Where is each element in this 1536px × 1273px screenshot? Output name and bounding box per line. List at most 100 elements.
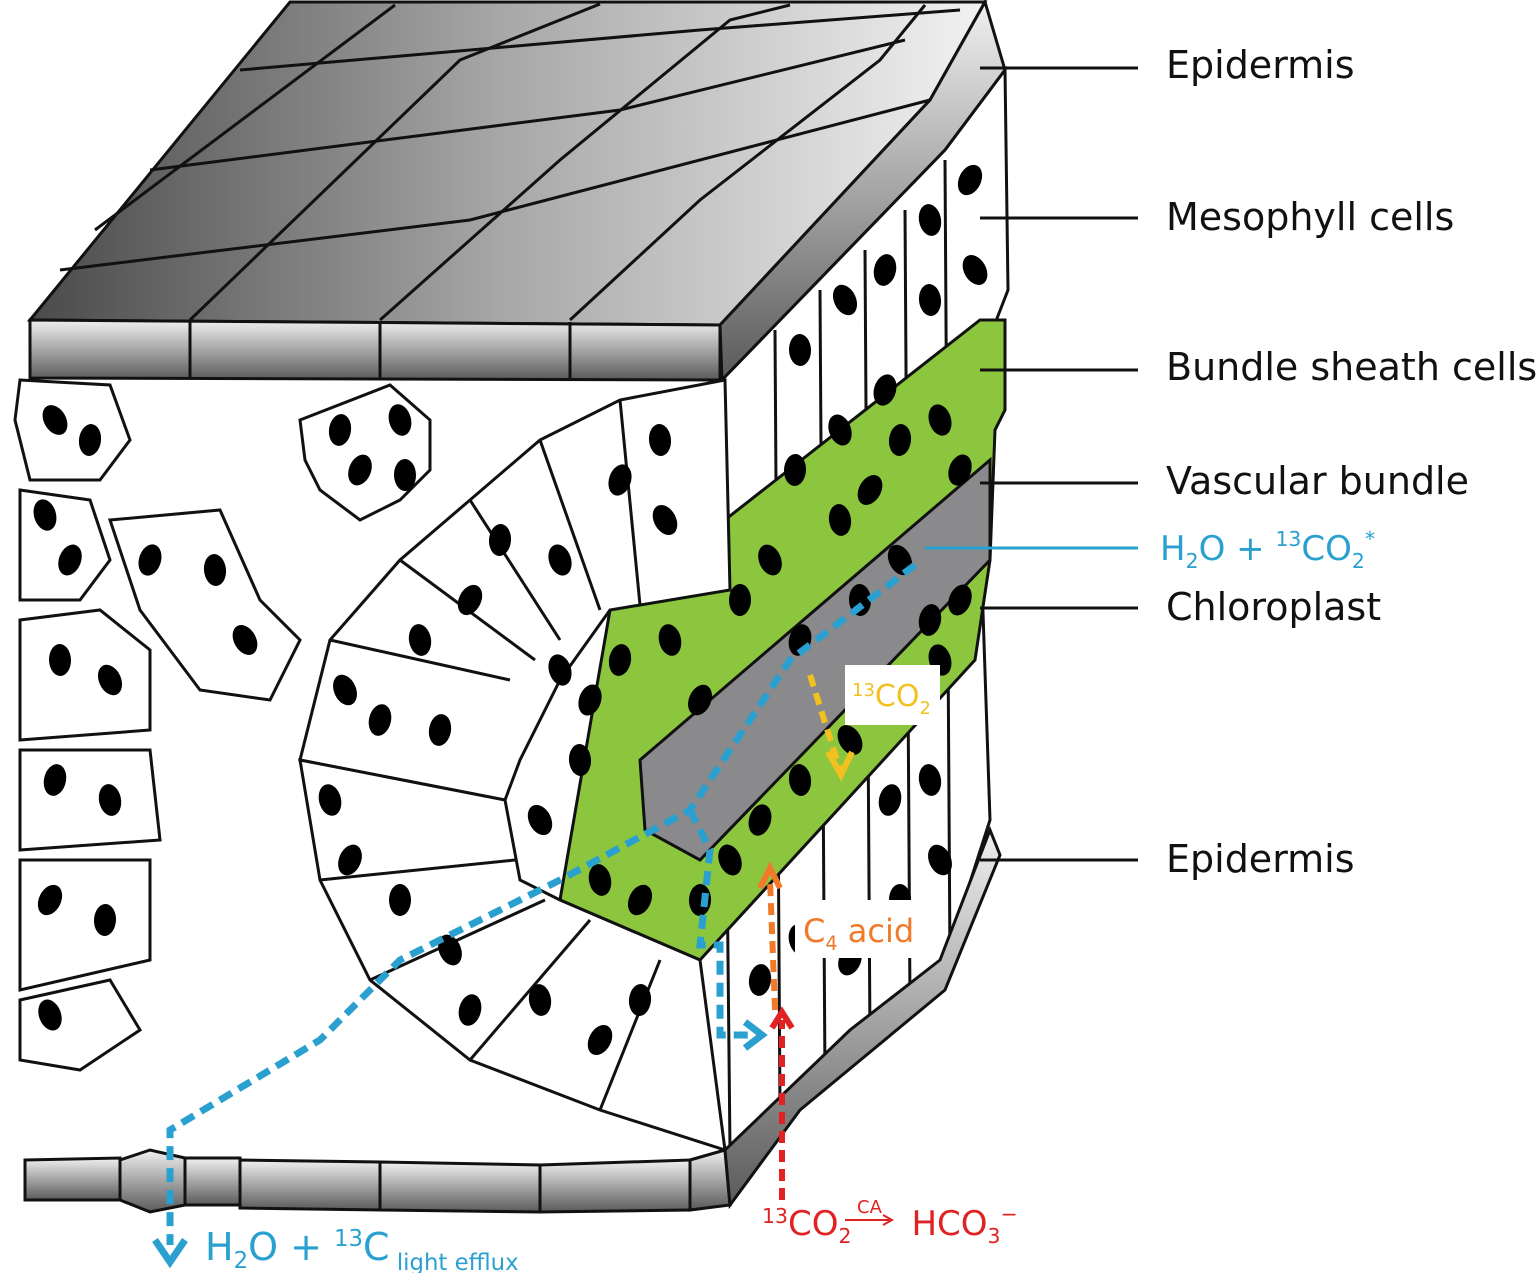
chloroplast <box>652 504 678 536</box>
c4-acid-box <box>795 900 920 958</box>
chloroplast <box>458 994 482 1026</box>
chloroplast <box>948 584 972 616</box>
chloroplast <box>42 405 68 435</box>
chloroplast <box>37 884 63 916</box>
chloroplast <box>527 804 553 836</box>
label-bundle-sheath: Bundle sheath cells <box>1166 345 1536 389</box>
label-water-co2: H2O + 13CO2* <box>1160 527 1375 573</box>
chloroplast <box>389 884 411 916</box>
chloroplast <box>328 414 352 446</box>
label-chloroplast: Chloroplast <box>1166 585 1381 629</box>
chloroplast <box>627 884 653 916</box>
chloroplast <box>608 644 632 676</box>
chloroplast <box>957 164 983 196</box>
label-epidermis-bottom: Epidermis <box>1166 837 1355 881</box>
chloroplast <box>758 544 782 576</box>
chloroplast <box>568 744 592 776</box>
chloroplast <box>857 475 883 505</box>
chloroplast <box>918 204 942 236</box>
chloroplast <box>878 784 902 816</box>
chloroplast <box>43 764 67 796</box>
ca-reaction-arrowhead <box>882 1214 895 1226</box>
chloroplast <box>748 804 772 836</box>
chloroplast <box>918 764 942 796</box>
chloroplast <box>368 704 392 736</box>
chloroplast <box>928 404 952 436</box>
chloroplast <box>788 334 812 366</box>
mesophyll-arrowhead <box>742 1019 768 1051</box>
chloroplast <box>688 884 712 916</box>
chloroplast <box>232 625 258 655</box>
chloroplast <box>628 984 652 1016</box>
chloroplast <box>837 725 863 755</box>
chloroplast <box>873 254 897 286</box>
chloroplast <box>348 454 372 486</box>
chloroplast <box>548 544 572 576</box>
chloroplast <box>832 284 858 316</box>
water-efflux-path <box>166 562 918 1245</box>
chloroplast <box>873 374 897 406</box>
chloroplast <box>138 544 162 576</box>
label-light-efflux: H2O + 13C light efflux <box>205 1225 519 1273</box>
chloroplast <box>408 624 432 656</box>
chloroplast <box>783 454 807 486</box>
chloroplast <box>928 844 952 876</box>
label-epidermis-top: Epidermis <box>1166 43 1355 87</box>
chloroplast <box>587 1024 613 1056</box>
chloroplast <box>608 464 632 496</box>
chloroplast <box>528 984 552 1016</box>
chloroplast <box>438 934 462 966</box>
chloroplast <box>38 999 62 1031</box>
label-vascular: Vascular bundle <box>1166 459 1469 503</box>
chloroplast <box>588 864 612 896</box>
chloroplast <box>58 544 82 576</box>
efflux-arrowhead <box>152 1238 188 1269</box>
chloroplast <box>578 684 602 716</box>
chloroplast <box>388 404 412 436</box>
chloroplast <box>948 454 972 486</box>
chloroplast <box>318 784 342 816</box>
chloroplast <box>918 284 942 316</box>
co2-red-arrowhead <box>769 1006 795 1030</box>
chloroplast <box>648 424 672 456</box>
label-c4-acid: C4 acid <box>803 912 914 955</box>
label-mesophyll: Mesophyll cells <box>1166 195 1454 239</box>
chloroplast <box>828 504 852 536</box>
chloroplast <box>457 584 483 616</box>
mesophyll-left-cells <box>13 378 732 1153</box>
chloroplast <box>93 904 117 936</box>
water-branch-path <box>686 808 750 1039</box>
co2-yellow-box <box>845 665 940 725</box>
chloroplast <box>962 255 988 285</box>
c4-acid-path <box>767 879 778 1011</box>
chloroplast <box>333 674 357 706</box>
chloroplast <box>888 424 912 456</box>
chloroplast <box>918 604 942 636</box>
chloroplast <box>48 644 72 676</box>
chloroplast <box>828 414 852 446</box>
c4-acid-arrowhead <box>757 861 783 890</box>
chloroplast <box>788 764 812 796</box>
chloroplast <box>78 424 102 456</box>
epidermis-top-layer <box>26 0 1007 384</box>
chloroplast <box>718 844 742 876</box>
chloroplast <box>97 664 123 696</box>
chloroplast <box>338 844 362 876</box>
label-ca-enzyme: CA <box>857 1197 883 1218</box>
chloroplast <box>658 624 682 656</box>
chloroplast <box>98 784 122 816</box>
chloroplast <box>488 524 512 556</box>
chloroplast <box>548 654 572 686</box>
label-co2-yellow: 13CO2 <box>852 679 931 719</box>
chloroplast <box>748 964 772 996</box>
chloroplast <box>33 499 57 531</box>
chloroplast <box>203 554 227 586</box>
co2-yellow-arrowhead <box>825 750 855 782</box>
label-leaders <box>980 66 1138 862</box>
chloroplast <box>393 459 417 491</box>
chloroplast <box>728 584 752 616</box>
co2-yellow-path <box>807 674 843 771</box>
